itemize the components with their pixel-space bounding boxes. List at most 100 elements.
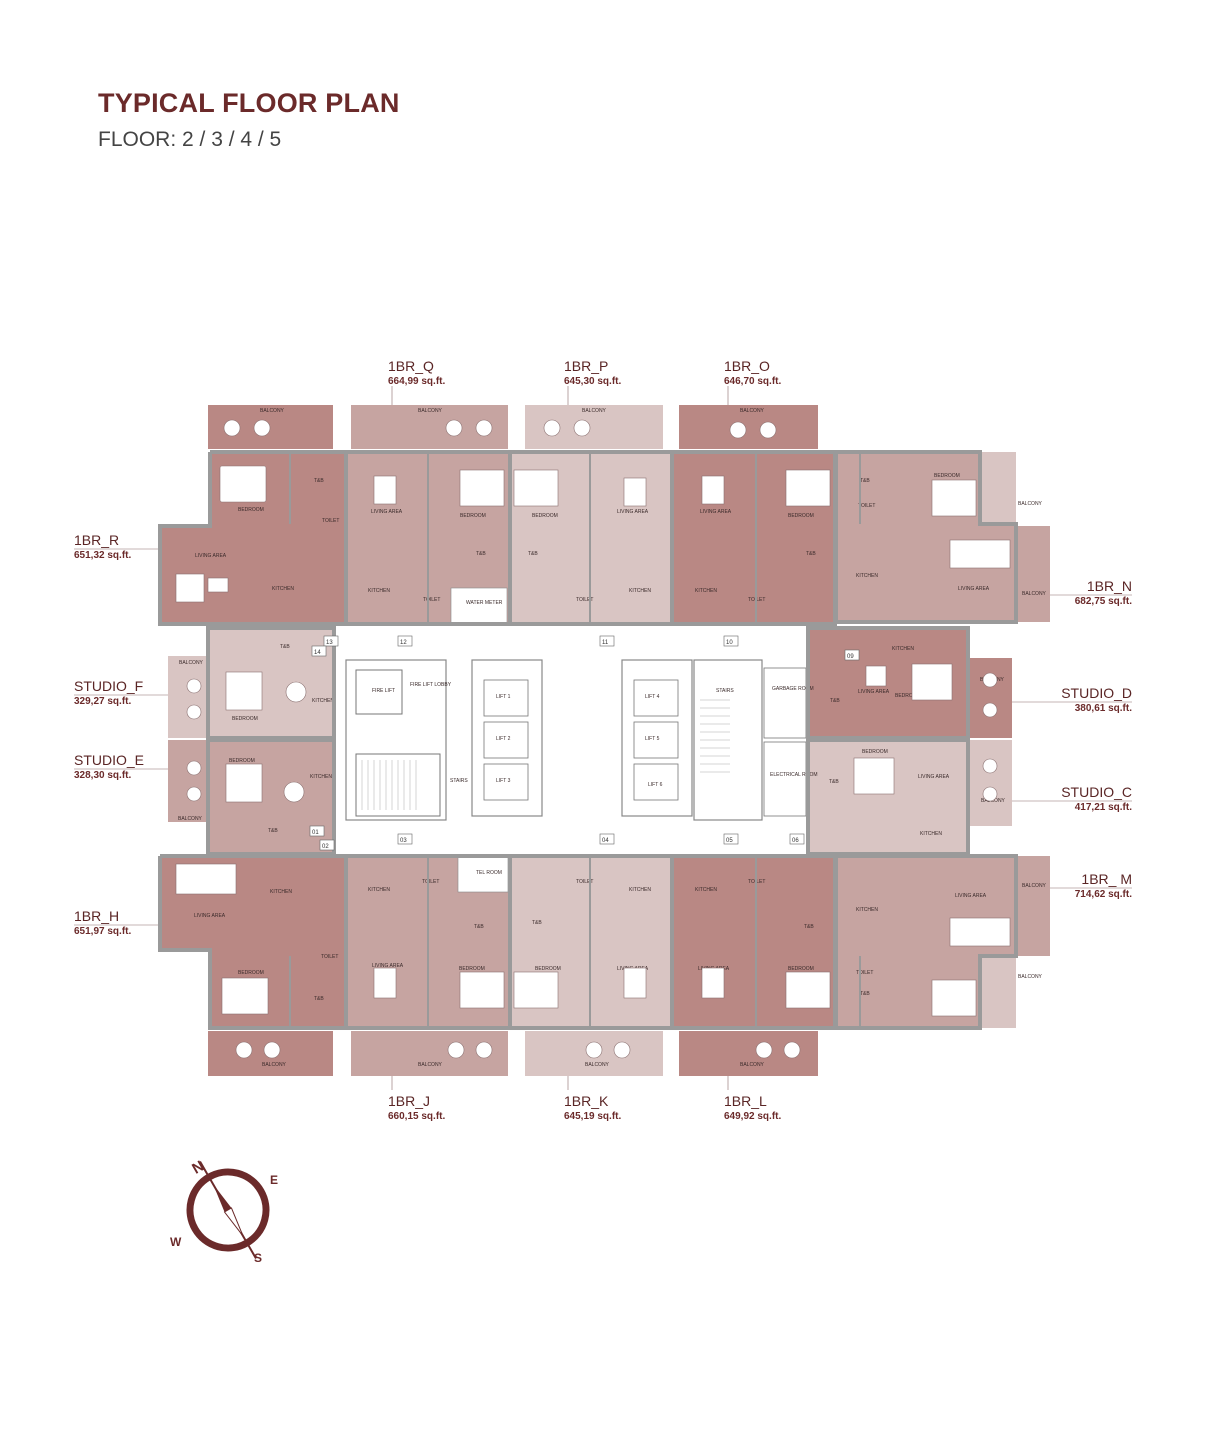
lift-2 [483,721,529,759]
svg-text:BEDROOM: BEDROOM [238,970,264,976]
leader-lines [74,386,1132,1090]
garbage-room [763,667,807,739]
svg-text:TOILET: TOILET [322,518,339,524]
svg-text:BEDROOM: BEDROOM [788,966,814,972]
svg-text:KITCHEN: KITCHEN [856,573,878,579]
svg-text:KITCHEN: KITCHEN [892,646,914,652]
door-markers: 01 02 03 04 05 06 09 10 11 12 13 14 [309,635,860,851]
svg-text:T&B: T&B [804,924,814,930]
svg-text:KITCHEN: KITCHEN [695,588,717,594]
compass-needle-south [223,1207,244,1237]
svg-text:KITCHEN: KITCHEN [368,887,390,893]
svg-text:LIVING AREA: LIVING AREA [195,553,227,559]
fire-lift-label: FIRE LIFT [372,688,395,694]
lift-5 [633,721,679,759]
stairs-east-label: STAIRS [716,688,734,694]
svg-text:01: 01 [312,830,319,836]
svg-text:KITCHEN: KITCHEN [629,887,651,893]
page-title: TYPICAL FLOOR PLAN [98,88,400,118]
balcony-j-label: BALCONY [418,1062,443,1068]
interior-walls [289,452,861,1028]
floor-subtitle: FLOOR: 2 / 3 / 4 / 5 [98,128,282,151]
svg-text:BEDROOM: BEDROOM [788,513,814,519]
svg-text:BEDROOM: BEDROOM [895,693,921,699]
svg-text:LIFT 3: LIFT 3 [496,778,511,784]
svg-text:12: 12 [400,640,407,646]
svg-text:BEDROOM: BEDROOM [460,513,486,519]
svg-text:LIFT 4: LIFT 4 [645,694,660,700]
svg-text:T&B: T&B [476,551,486,557]
electrical-room-label: ELECTRICAL ROOM [770,772,818,778]
fire-lift [355,669,403,715]
top-balconies: BALCONY BALCONY BALCONY BALCONY [208,405,818,449]
svg-text:T&B: T&B [280,644,290,650]
electrical-room [763,741,807,817]
balcony-o [679,405,818,449]
lift-3 [483,763,529,801]
svg-text:T&B: T&B [474,924,484,930]
furniture [175,419,1011,1059]
lift-1 [483,679,529,717]
top-units: WATER METER [160,452,1050,625]
balcony-q-label: BALCONY [418,408,443,414]
compass-needle-north [213,1184,232,1212]
svg-text:BALCONY: BALCONY [1018,501,1043,507]
svg-text:T&B: T&B [268,828,278,834]
svg-text:14: 14 [314,650,321,656]
svg-text:KITCHEN: KITCHEN [272,586,294,592]
lift-4 [633,679,679,717]
svg-text:LIVING AREA: LIVING AREA [700,509,732,515]
balcony-p-label: BALCONY [582,408,607,414]
svg-text:TOILET: TOILET [858,503,875,509]
svg-text:10: 10 [726,640,733,646]
svg-text:BEDROOM: BEDROOM [459,966,485,972]
compass-w-label: W [170,1235,182,1249]
svg-text:09: 09 [847,654,854,660]
balcony-k-label: BALCONY [585,1062,610,1068]
tel-room-label: TEL ROOM [476,870,502,876]
svg-text:LIVING AREA: LIVING AREA [372,963,404,969]
svg-text:05: 05 [726,838,733,844]
svg-text:BEDROOM: BEDROOM [232,716,258,722]
svg-text:TOILET: TOILET [576,597,593,603]
balcony-o-label: BALCONY [740,408,765,414]
svg-text:TOILET: TOILET [321,954,338,960]
svg-text:03: 03 [400,838,407,844]
stairs-west-label: STAIRS [450,778,468,784]
svg-text:T&B: T&B [528,551,538,557]
svg-text:LIFT 5: LIFT 5 [645,736,660,742]
svg-text:06: 06 [792,838,799,844]
compass-e-label: E [270,1173,278,1187]
svg-text:BEDROOM: BEDROOM [862,749,888,755]
svg-text:BEDROOM: BEDROOM [535,966,561,972]
svg-text:KITCHEN: KITCHEN [856,907,878,913]
svg-text:BALCONY: BALCONY [1022,883,1047,889]
unit-studio-c [808,740,968,854]
svg-text:LIVING AREA: LIVING AREA [617,509,649,515]
balcony-l-label: BALCONY [740,1062,765,1068]
svg-text:KITCHEN: KITCHEN [368,588,390,594]
svg-text:LIVING AREA: LIVING AREA [958,586,990,592]
svg-text:LIFT 6: LIFT 6 [648,782,663,788]
svg-text:T&B: T&B [860,991,870,997]
compass-s-label: S [254,1251,262,1265]
svg-text:BEDROOM: BEDROOM [229,758,255,764]
svg-text:KITCHEN: KITCHEN [920,831,942,837]
svg-text:KITCHEN: KITCHEN [310,774,332,780]
bottom-balconies: BALCONY BALCONY BALCONY BALCONY [208,1031,818,1076]
svg-text:T&B: T&B [860,478,870,484]
svg-text:TOILET: TOILET [576,879,593,885]
svg-text:04: 04 [602,838,609,844]
svg-text:LIVING AREA: LIVING AREA [858,689,890,695]
